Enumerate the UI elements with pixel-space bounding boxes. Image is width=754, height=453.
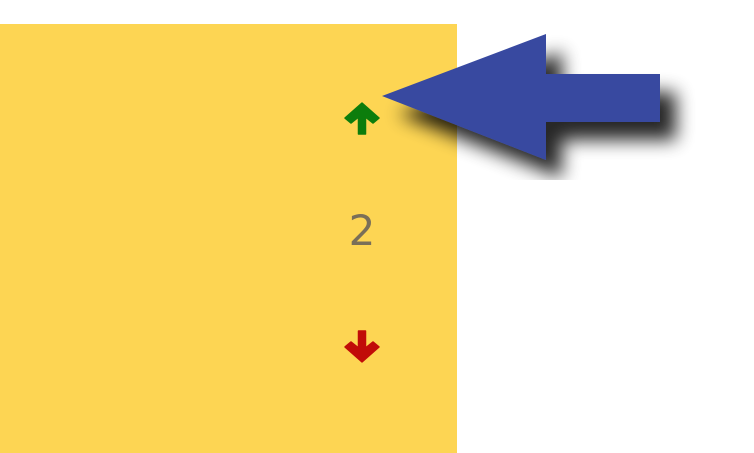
arrow-up-icon [344, 102, 380, 135]
arrow-down-icon [344, 330, 380, 363]
upvote-button[interactable] [326, 82, 398, 154]
vote-panel: 2 [0, 24, 457, 453]
vote-score: 2 [348, 206, 376, 255]
downvote-button[interactable] [326, 311, 398, 383]
